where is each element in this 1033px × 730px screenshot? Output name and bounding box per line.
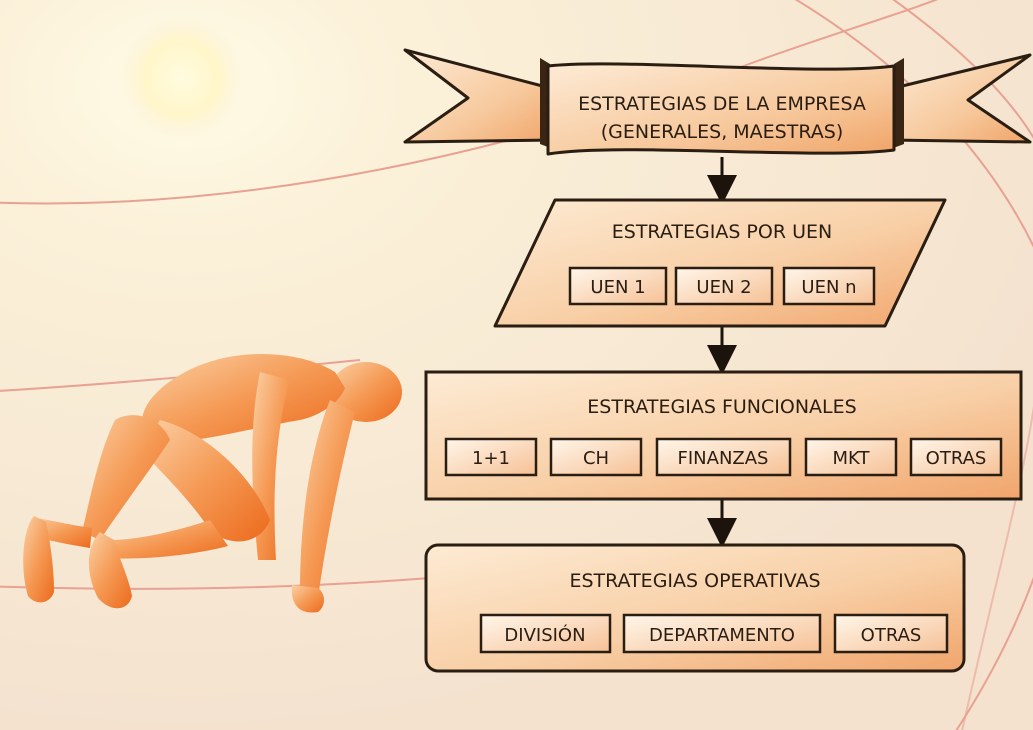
functional-chip: CH — [551, 439, 641, 475]
operational-chip-label: OTRAS — [861, 625, 922, 646]
uen-chip: UEN n — [784, 268, 874, 304]
uen-parallelogram — [495, 200, 945, 326]
operational-chip-label: DEPARTAMENTO — [649, 625, 795, 646]
operational-chip: DIVISIÓN — [481, 615, 610, 652]
uen-chip: UEN 2 — [676, 268, 772, 304]
functional-chip-label: MKT — [833, 448, 871, 469]
uen-chip-label: UEN n — [801, 277, 856, 298]
functional-chip: FINANZAS — [657, 439, 790, 475]
functional-chip-label: OTRAS — [926, 448, 987, 469]
operational-chip: OTRAS — [835, 615, 947, 652]
functional-panel — [426, 372, 1021, 499]
functional-chip: MKT — [806, 439, 896, 475]
operational-chip-label: DIVISIÓN — [504, 624, 585, 646]
functional-chip: 1+1 — [446, 439, 536, 475]
uen-chip-label: UEN 2 — [696, 277, 751, 298]
operational-title: ESTRATEGIAS OPERATIVAS — [569, 570, 820, 592]
uen-chip: UEN 1 — [570, 268, 666, 304]
operational-block: ESTRATEGIAS OPERATIVAS DIVISIÓN DEPARTAM… — [426, 545, 964, 671]
functional-chip-label: FINANZAS — [678, 448, 769, 469]
uen-title: ESTRATEGIAS POR UEN — [612, 221, 832, 243]
uen-block: ESTRATEGIAS POR UEN UEN 1 UEN 2 UEN n — [495, 200, 945, 326]
operational-chip: DEPARTAMENTO — [624, 615, 820, 652]
sun-icon — [120, 16, 244, 140]
uen-chip-label: UEN 1 — [590, 277, 645, 298]
functional-chip-label: CH — [583, 448, 609, 469]
functional-chip: OTRAS — [911, 439, 1001, 475]
banner-line-2: (GENERALES, MAESTRAS) — [601, 121, 843, 143]
functional-title: ESTRATEGIAS FUNCIONALES — [587, 396, 856, 418]
banner-line-1: ESTRATEGIAS DE LA EMPRESA — [578, 93, 866, 115]
functional-block: ESTRATEGIAS FUNCIONALES 1+1 CH FINANZAS … — [426, 372, 1021, 499]
functional-chip-label: 1+1 — [472, 448, 510, 469]
